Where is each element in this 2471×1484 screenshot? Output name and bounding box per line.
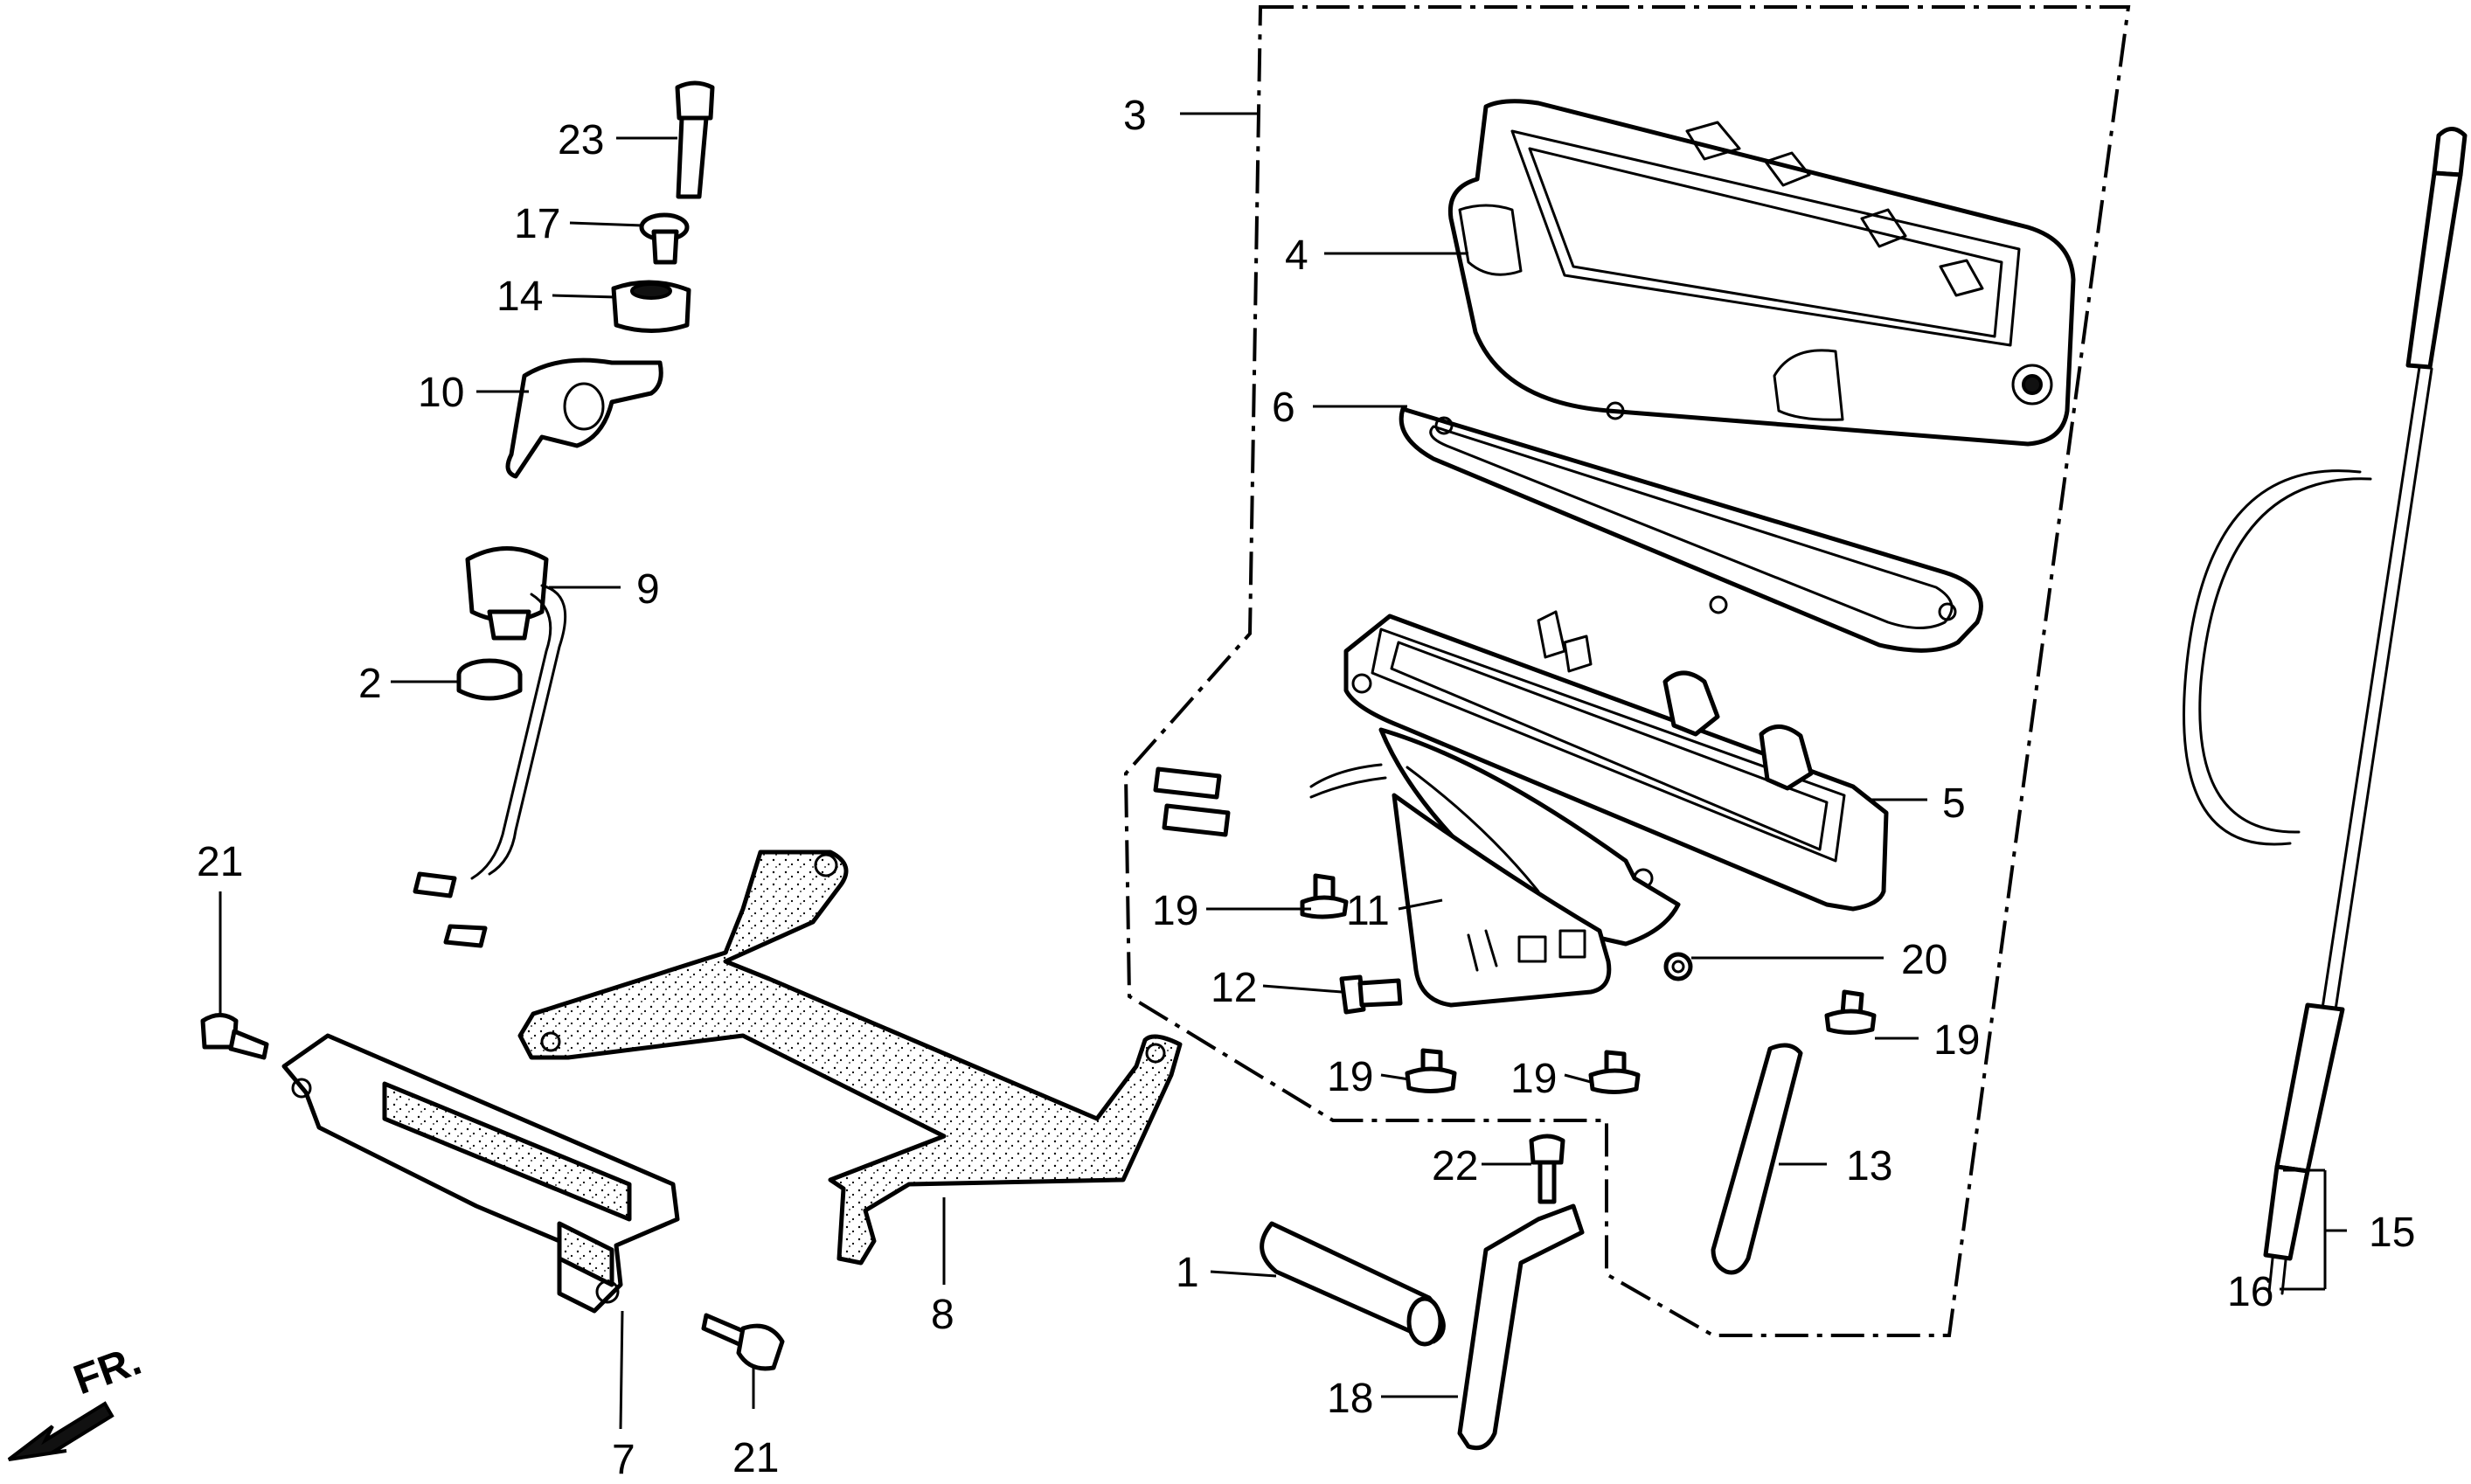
bolt-22 xyxy=(1529,1134,1565,1204)
callout-19c: 19 xyxy=(1510,1056,1557,1102)
callout-8: 8 xyxy=(931,1292,954,1338)
callout-3: 3 xyxy=(1123,93,1147,139)
assembly-boundary xyxy=(1123,5,2131,1337)
callout-19a: 19 xyxy=(1152,888,1198,934)
front-direction-marker: FR. xyxy=(7,1337,148,1461)
callout-19b: 19 xyxy=(1327,1054,1373,1100)
callout-16: 16 xyxy=(2227,1269,2273,1315)
meter-base xyxy=(1392,793,1612,1008)
callout-9: 9 xyxy=(636,566,660,613)
callout-7: 7 xyxy=(612,1437,635,1483)
front-arrow-icon xyxy=(7,1401,115,1461)
sensor-9 xyxy=(413,546,567,948)
screw-19a xyxy=(1300,873,1349,919)
screw-19d xyxy=(1824,989,1877,1035)
callout-1: 1 xyxy=(1176,1250,1199,1296)
callout-15: 15 xyxy=(2369,1210,2415,1256)
screw-19b xyxy=(1405,1048,1457,1093)
frame-8 xyxy=(517,849,1183,1266)
bracket-18 xyxy=(1457,1203,1585,1451)
callout-17: 17 xyxy=(514,201,560,247)
bracket-10 xyxy=(505,357,663,479)
leader-lines xyxy=(219,112,2347,1430)
callout-23: 23 xyxy=(558,117,604,163)
callout-21b: 21 xyxy=(732,1435,779,1481)
callout-20: 20 xyxy=(1901,937,1947,983)
callout-12: 12 xyxy=(1211,965,1257,1011)
callout-14: 14 xyxy=(496,274,543,320)
speedometer-cable xyxy=(2183,127,2468,1295)
gasket xyxy=(1399,401,1983,653)
callout-13: 13 xyxy=(1846,1143,1892,1189)
callout-labels: 1 2 3 4 5 6 7 8 9 10 11 12 13 14 15 16 1… xyxy=(197,93,2415,1483)
callout-19d: 19 xyxy=(1933,1017,1980,1064)
meter-case-cover xyxy=(1447,99,2076,447)
screw-19c xyxy=(1588,1050,1641,1094)
bracket-7 xyxy=(281,1033,680,1314)
bolt-21a xyxy=(200,1013,269,1060)
callout-4: 4 xyxy=(1285,232,1308,279)
bolt-23 xyxy=(675,80,715,199)
callout-2: 2 xyxy=(358,661,382,707)
callout-11: 11 xyxy=(1346,888,1390,934)
screw-12 xyxy=(1339,974,1403,1015)
meter-unit xyxy=(1153,610,1889,947)
grommet-2 xyxy=(456,658,523,701)
callout-22: 22 xyxy=(1432,1143,1478,1189)
clip-20 xyxy=(1663,952,1693,981)
front-label: FR. xyxy=(68,1337,148,1404)
cushion-1 xyxy=(1260,1221,1446,1347)
callout-21a: 21 xyxy=(197,839,243,885)
callout-5: 5 xyxy=(1942,780,1966,827)
callout-18: 18 xyxy=(1327,1376,1373,1422)
callout-10: 10 xyxy=(418,370,464,416)
callout-6: 6 xyxy=(1272,385,1295,431)
grommet-14 xyxy=(611,280,691,333)
collar-17 xyxy=(639,212,690,265)
bolt-21b xyxy=(701,1313,785,1371)
rubber-tube xyxy=(1711,1043,1803,1275)
